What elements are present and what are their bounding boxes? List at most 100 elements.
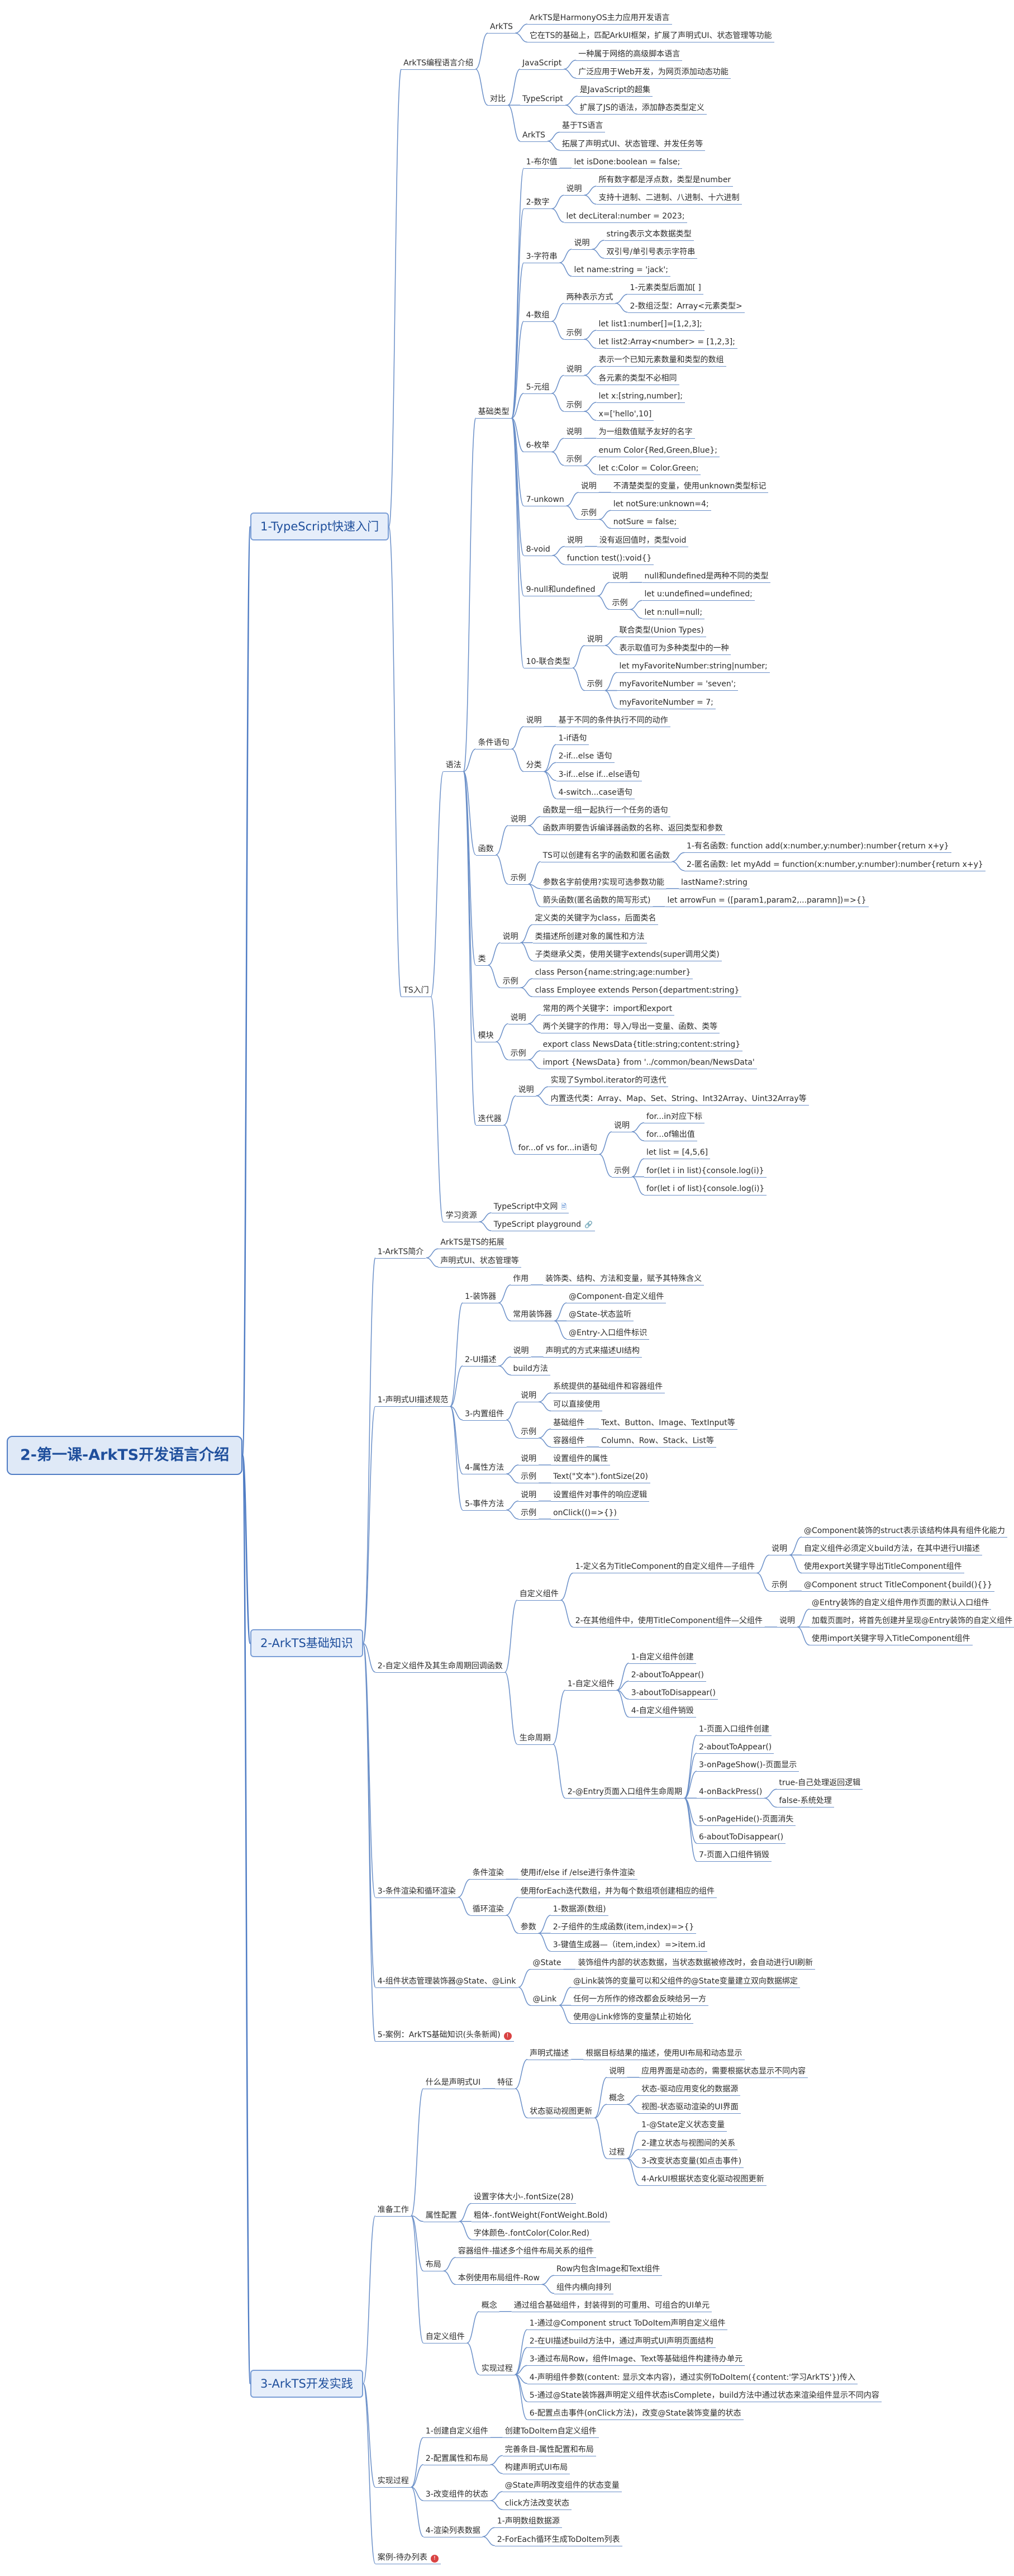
mindmap-node-iter-forof-say-2[interactable]: for...of输出值 — [644, 1128, 697, 1142]
mindmap-node-enum-ex[interactable]: 示例 — [564, 453, 584, 466]
mindmap-node-case2[interactable]: 案例-待办列表! — [375, 2551, 441, 2564]
mindmap-node-du-feat-2-proc-1[interactable]: 1-@State定义状态变量 — [639, 2118, 727, 2132]
mindmap-node-cc2-concept[interactable]: 概念 — [479, 2299, 499, 2312]
mindmap-node-tuple-ex[interactable]: 示例 — [564, 399, 584, 412]
mindmap-node-arkts-dev[interactable]: 3-ArkTS开发实践 — [250, 2369, 363, 2398]
mindmap-node-str-say[interactable]: 说明 — [572, 236, 592, 250]
mindmap-node-cls-ex-1[interactable]: class Person{name:string;age:number} — [532, 966, 693, 980]
mindmap-node-case[interactable]: 5-案例：ArkTS基础知识(头条新闻)! — [375, 2028, 514, 2042]
mindmap-node-learn-res[interactable]: 学习资源 — [443, 1209, 479, 1223]
mindmap-node-cr-cond[interactable]: 条件渲染 — [470, 1866, 506, 1880]
link-icon[interactable]: 🔗 — [584, 1221, 593, 1229]
mindmap-node-layout-2-1[interactable]: Row内包含Image和Text组件 — [554, 2262, 663, 2276]
mindmap-node-impl-1[interactable]: 1-创建自定义组件 — [423, 2425, 491, 2439]
mindmap-node-ts-2[interactable]: 扩展了JS的语法，添加静态类型定义 — [577, 101, 707, 115]
mindmap-node-cc-life-2-1[interactable]: 1-页面入口组件创建 — [696, 1723, 772, 1736]
mindmap-node-attr-cfg-1[interactable]: 设置字体大小-.fontSize(28) — [471, 2190, 576, 2204]
mindmap-node-impl-1-1[interactable]: 创建ToDoItem自定义组件 — [502, 2425, 599, 2439]
mindmap-node-cc-life-2-6[interactable]: 6-aboutToDisappear() — [696, 1830, 786, 1844]
mindmap-node-builtin-ex-2-1[interactable]: Column、Row、Stack、List等 — [599, 1434, 717, 1448]
mindmap-node-cc2-concept-1[interactable]: 通过组合基础组件，封装得到的可重用、可组合的UI单元 — [511, 2299, 712, 2312]
mindmap-node-attr-ex[interactable]: 示例 — [518, 1470, 539, 1484]
mindmap-node-cond-cat-2[interactable]: 2-if...else 语句 — [556, 749, 615, 763]
mindmap-node-cond-cat-3[interactable]: 3-if...else if...else语句 — [556, 768, 642, 781]
mindmap-node-du-feat-2-concept-2[interactable]: 视图-状态驱动渲染的UI界面 — [639, 2100, 741, 2114]
mindmap-node-bool[interactable]: 1-布尔值 — [523, 155, 560, 169]
mindmap-node-bool-1[interactable]: let isDone:boolean = false; — [572, 155, 683, 169]
mindmap-node-cond-cat-4[interactable]: 4-switch...case语句 — [556, 786, 635, 799]
mindmap-node-decl-ui2-feat[interactable]: 特征 — [495, 2076, 516, 2089]
mindmap-node-attr-cfg-3[interactable]: 字体颜色-.fontColor(Color.Red) — [471, 2227, 592, 2240]
mindmap-node-nullun[interactable]: 9-null和undefined — [523, 583, 598, 597]
mindmap-node-du-feat-1[interactable]: 声明式描述 — [527, 2047, 572, 2060]
mindmap-node-cc-life-2[interactable]: 2-@Entry页面入口组件生命周期 — [565, 1785, 684, 1799]
mindmap-node-cc-def-1-say-2[interactable]: 自定义组件必须定义build方法，在其中进行UI描述 — [801, 1542, 982, 1556]
mindmap-node-cc2-impl-6[interactable]: 6-配置点击事件(onClick方法)，改变@State装饰变量的状态 — [527, 2407, 744, 2421]
mindmap-node-cls-say[interactable]: 说明 — [500, 930, 521, 943]
mindmap-node-func-ex-3-1[interactable]: let arrowFun = ([param1,param2,...paramn… — [665, 894, 869, 908]
mindmap-node-cc-life-2-4[interactable]: 4-onBackPress() — [696, 1785, 765, 1799]
mindmap-node-cc-life-1-2[interactable]: 2-aboutToAppear() — [629, 1668, 707, 1682]
mindmap-node-cc-def-2-say-2[interactable]: 加载页面时，将首先创建并呈现@Entry装饰的自定义组件 — [809, 1614, 1014, 1628]
mindmap-node-ark-intro-2[interactable]: 声明式UI、状态管理等 — [438, 1254, 521, 1268]
mindmap-node-arkts2-1[interactable]: 基于TS语言 — [559, 119, 606, 133]
mindmap-node-tuple-say-1[interactable]: 表示一个已知元素数量和类型的数组 — [596, 353, 726, 367]
mindmap-node-cc2-impl[interactable]: 实现过程 — [479, 2362, 515, 2375]
mindmap-node-tuple-say[interactable]: 说明 — [564, 363, 584, 376]
mindmap-node-func-ex-3[interactable]: 箭头函数(匿名函数的简写形式) — [540, 894, 653, 908]
mindmap-node-enum-say-1[interactable]: 为一组数值赋予友好的名字 — [596, 425, 695, 439]
mindmap-node-impl-4-2[interactable]: 2-ForEach循环生成ToDoItem列表 — [494, 2533, 622, 2546]
mindmap-node-cc-def-1[interactable]: 1-定义名为TitleComponent的自定义组件—子组件 — [573, 1560, 757, 1574]
mindmap-node-impl-4-1[interactable]: 1-声明数组数据源 — [494, 2515, 562, 2528]
mindmap-node-impl-2[interactable]: 2-配置属性和布局 — [423, 2452, 491, 2465]
mindmap-node-void-say-1[interactable]: 没有返回值时，类型void — [597, 534, 689, 547]
mindmap-node-cc-life-1-1[interactable]: 1-自定义组件创建 — [629, 1650, 696, 1664]
mindmap-node-mod-say-1[interactable]: 常用的两个关键字：import和export — [540, 1002, 675, 1016]
mindmap-node-arkts-basics[interactable]: 2-ArkTS基础知识 — [250, 1629, 363, 1658]
mindmap-node-attr-cfg[interactable]: 属性配置 — [423, 2209, 459, 2222]
mindmap-node-func-say[interactable]: 说明 — [508, 813, 529, 827]
mindmap-node-deco-role[interactable]: 作用 — [511, 1272, 531, 1285]
mindmap-node-builtin-say-1[interactable]: 系统提供的基础组件和容器组件 — [551, 1380, 665, 1394]
mindmap-node-deco-common[interactable]: 常用装饰器 — [511, 1308, 555, 1322]
mindmap-node-prep[interactable]: 准备工作 — [375, 2203, 411, 2217]
mindmap-node-void[interactable]: 8-void — [523, 543, 553, 556]
mindmap-node-ts[interactable]: TypeScript — [520, 92, 565, 106]
mindmap-node-cc-life-2-4-1[interactable]: true-自己处理返回逻辑 — [777, 1776, 863, 1790]
mindmap-node-union-ex-2[interactable]: myFavoriteNumber = 'seven'; — [617, 677, 739, 691]
mindmap-node-num[interactable]: 2-数字 — [523, 196, 552, 210]
mindmap-node-cc2-impl-4[interactable]: 4-声明组件参数(content: 显示文本内容)，通过实例ToDoItem({… — [527, 2371, 858, 2384]
mindmap-node-cc-def-1-ex[interactable]: 示例 — [769, 1578, 789, 1592]
mindmap-node-iter-forof-ex-2[interactable]: for(let i in list){console.log(i)} — [644, 1164, 767, 1178]
mindmap-node-iter[interactable]: 迭代器 — [475, 1112, 504, 1126]
mindmap-node-ark-intro-1[interactable]: ArkTS是TS的拓展 — [438, 1236, 507, 1250]
mindmap-node-impl-2-1[interactable]: 完善条目-属性配置和布局 — [502, 2443, 596, 2456]
mindmap-node-str-say-1[interactable]: string表示文本数据类型 — [604, 227, 694, 241]
mindmap-node-arr-ex[interactable]: 示例 — [564, 326, 584, 340]
mindmap-node-unknown-ex[interactable]: 示例 — [578, 506, 599, 520]
mindmap-node-deco-common-1[interactable]: @Component-自定义组件 — [566, 1290, 667, 1304]
red-flag-icon[interactable]: ! — [430, 2554, 439, 2563]
mindmap-node-nullun-ex-2[interactable]: let n:null=null; — [642, 606, 705, 619]
mindmap-node-ts-intro[interactable]: 1-TypeScript快速入门 — [250, 513, 389, 541]
mindmap-node-cc2-impl-1[interactable]: 1-通过@Component struct ToDoItem声明自定义组件 — [527, 2317, 728, 2330]
mindmap-node-union-ex-3[interactable]: myFavoriteNumber = 7; — [617, 696, 716, 709]
mindmap-node-cond-cat-1[interactable]: 1-if语句 — [556, 732, 589, 746]
mindmap-node-custom-comp[interactable]: 2-自定义组件及其生命周期回调函数 — [375, 1659, 505, 1673]
mindmap-node-layout-1[interactable]: 容器组件-描述多个组件布局关系的组件 — [455, 2245, 596, 2259]
mindmap-node-du-feat-2[interactable]: 状态驱动视图更新 — [527, 2105, 595, 2119]
mindmap-node-sm-link[interactable]: @Link — [530, 1993, 559, 2006]
mindmap-node-js[interactable]: JavaScript — [520, 56, 564, 70]
mindmap-node-nullun-say[interactable]: 说明 — [610, 570, 630, 583]
mindmap-node-iter-forof[interactable]: for...of vs for...in语句 — [516, 1141, 599, 1155]
mindmap-node-du-feat-2-proc-2[interactable]: 2-建立状态与视图间的关系 — [639, 2137, 738, 2150]
mindmap-node-enum-ex-2[interactable]: let c:Color = Color.Green; — [596, 462, 701, 475]
mindmap-node-du-feat-2-say[interactable]: 说明 — [607, 2065, 627, 2078]
mindmap-node-du-feat-2-proc[interactable]: 过程 — [607, 2146, 627, 2159]
mindmap-node-enum-ex-1[interactable]: enum Color{Red,Green,Blue}; — [596, 444, 720, 457]
mindmap-node-impl-3-1[interactable]: @State声明改变组件的状态变量 — [502, 2479, 622, 2492]
mindmap-node-uidesc[interactable]: 2-UI描述 — [463, 1353, 499, 1367]
mindmap-node-mod-ex-1[interactable]: export class NewsData{title:string;conte… — [540, 1038, 743, 1051]
mindmap-node-attr-say-1[interactable]: 设置组件的属性 — [551, 1452, 611, 1466]
mindmap-node-arr-ex-1[interactable]: let list1:number[]=[1,2,3]; — [596, 317, 704, 331]
